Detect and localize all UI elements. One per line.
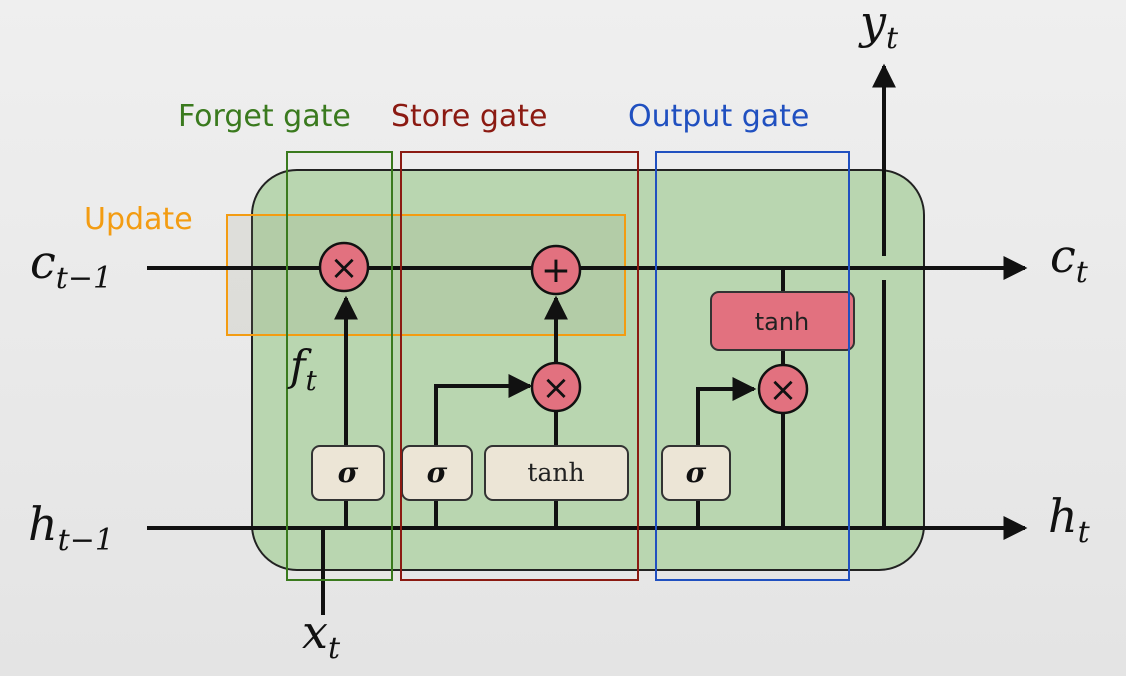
output-multiply-symbol: ×: [769, 370, 798, 410]
store-sigma-label: σ: [427, 456, 448, 489]
forget-multiply-node: ×: [318, 241, 370, 293]
store-gate-title: Store gate: [391, 99, 547, 134]
output-sigma-arrow: [696, 377, 757, 446]
store-multiply-symbol: ×: [542, 368, 571, 408]
forget-sigma-label: σ: [338, 456, 359, 489]
forget-multiply-symbol: ×: [330, 248, 359, 288]
h-prev-label: ht−1: [28, 497, 114, 558]
y-line-gap-clean2: [878, 272, 890, 280]
forget-gate-title: Forget gate: [178, 99, 351, 134]
output-gate-region: [655, 151, 850, 581]
output-gate-title: Output gate: [628, 99, 809, 134]
output-tanh-box: tanh: [710, 291, 855, 351]
y-line-gap-clean: [878, 256, 890, 264]
h-out-label: ht: [1048, 489, 1091, 550]
forget-sigma-box: σ: [311, 445, 385, 501]
add-node: +: [530, 244, 582, 296]
output-tanh-label: tanh: [755, 308, 810, 336]
store-tanh-box: tanh: [484, 445, 629, 501]
y-out-label: yt: [858, 0, 899, 56]
output-multiply-node: ×: [757, 363, 809, 415]
c-out-label: ct: [1050, 229, 1089, 290]
output-sigma-label: σ: [686, 456, 707, 489]
store-sigma-arrow: [434, 374, 533, 446]
c-prev-label: ct−1: [30, 235, 112, 296]
store-tanh-label: tanh: [527, 458, 584, 487]
update-title: Update: [84, 202, 193, 237]
store-sigma-box: σ: [401, 445, 473, 501]
add-symbol: +: [541, 250, 571, 291]
forget-gate-region: [286, 151, 393, 581]
output-sigma-box: σ: [661, 445, 731, 501]
store-gate-region: [400, 151, 639, 581]
x-in-label: xt: [302, 605, 341, 666]
store-multiply-node: ×: [530, 361, 582, 413]
